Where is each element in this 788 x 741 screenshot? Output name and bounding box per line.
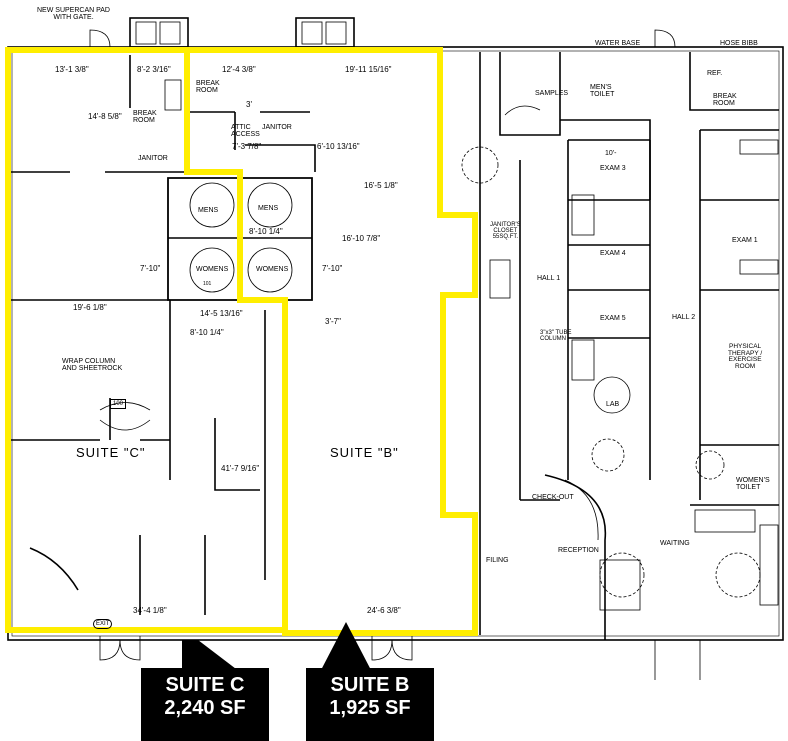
dim-3-7: 3'-7" — [325, 317, 341, 326]
filing: FILING — [486, 557, 509, 564]
dim-8-10-b: 8'-10 1/4" — [190, 328, 224, 337]
physical-therapy: PHYSICAL THERAPY / EXERCISE ROOM — [728, 343, 763, 370]
janitors-closet: JANITOR'S CLOSET 55SQ.FT. — [490, 222, 521, 240]
reception: RECEPTION — [558, 547, 599, 554]
break-room-left: BREAK ROOM — [133, 110, 157, 124]
mens-toilet: MEN'S TOILET — [590, 84, 615, 98]
womens-right: WOMENS — [256, 266, 289, 273]
check-out: CHECK-OUT — [532, 494, 574, 501]
dim-10: 10'- — [605, 150, 617, 157]
break-room-top: BREAK ROOM — [196, 80, 220, 94]
hose-bibb-note: HOSE BIBB — [720, 40, 758, 47]
dim-7-3: 7'-3 7/8" — [232, 142, 262, 151]
suite-b-callout: SUITE B 1,925 SF — [306, 668, 434, 741]
column-note: 3"x3" TUBE COLUMN — [540, 330, 572, 342]
water-base-note: WATER BASE — [595, 40, 641, 47]
dim-16-10: 16'-10 7/8" — [342, 234, 381, 243]
dim-24-6: 24'-6 3/8" — [367, 606, 401, 615]
dim-19-6: 19'-6 1/8" — [73, 303, 107, 312]
building-outline — [7, 46, 784, 641]
samples-room: SAMPLES — [535, 90, 569, 97]
waiting: WAITING — [660, 540, 690, 547]
dim-6-10: 6'-10 13/16" — [317, 142, 360, 151]
tag-101: 101 — [203, 281, 212, 287]
janitor-left: JANITOR — [138, 155, 168, 162]
dim-13-1: 13'-1 3/8" — [55, 65, 89, 74]
ref-label: REF. — [707, 70, 723, 77]
suite-b-pointer — [320, 622, 372, 672]
dim-34-4: 34'-4 1/8" — [133, 606, 167, 615]
dim-16-5: 16'-5 1/8" — [364, 181, 398, 190]
suite-highlights — [5, 47, 478, 636]
suite-b-area: 1,925 SF — [329, 697, 411, 719]
womens-toilet: WOMEN'S TOILET — [736, 477, 770, 491]
attic-access: ATTIC ACCESS — [231, 124, 260, 138]
exit-tag: EXIT — [93, 619, 113, 629]
suite-c-name: SUITE C — [165, 674, 245, 696]
hall-1: HALL 1 — [537, 275, 561, 282]
dim-12-4: 12'-4 3/8" — [222, 65, 256, 74]
suite-c-area: 2,240 SF — [164, 697, 246, 719]
dim-8-2: 8'-2 3/16" — [137, 65, 171, 74]
womens-left: WOMENS — [196, 266, 229, 273]
mens-right: MENS — [258, 205, 279, 212]
lab-room: LAB — [606, 401, 620, 408]
suite-b-inner-label: SUITE "B" — [330, 445, 399, 460]
suite-b-outline — [184, 47, 478, 636]
janitor-top: JANITOR — [262, 124, 292, 131]
callout-pointers — [182, 622, 372, 672]
suite-c-pointer — [182, 640, 240, 672]
exam-1: EXAM 1 — [732, 237, 758, 244]
dim-7-10-b: 7'-10" — [322, 264, 343, 273]
dim-8-10-a: 8'-10 1/4" — [249, 227, 283, 236]
break-room-right: BREAK ROOM — [713, 93, 737, 107]
suite-c-callout: SUITE C 2,240 SF — [141, 668, 269, 741]
mens-left: MENS — [198, 207, 219, 214]
dim-14-8: 14'-8 5/8" — [88, 112, 122, 121]
building-walls — [7, 17, 784, 680]
dim-19-11: 19'-11 15/16" — [345, 65, 392, 74]
exam-4: EXAM 4 — [600, 250, 626, 257]
exam-3: EXAM 3 — [600, 165, 626, 172]
suite-b-name: SUITE B — [330, 674, 410, 696]
tag-100: 100 — [110, 399, 127, 409]
dim-14-5: 14'-5 13/16" — [200, 309, 243, 318]
hall-2: HALL 2 — [672, 314, 696, 321]
exam-5: EXAM 5 — [600, 315, 626, 322]
dim-41-7: 41'-7 9/16" — [221, 464, 260, 473]
supercan-note: NEW SUPERCAN PAD WITH GATE. — [37, 7, 110, 21]
dim-7-10-a: 7'-10" — [140, 264, 161, 273]
suite-c-inner-label: SUITE "C" — [76, 445, 146, 460]
dim-3: 3' — [246, 100, 252, 109]
wrap-column-note: WRAP COLUMN AND SHEETROCK — [62, 358, 123, 372]
